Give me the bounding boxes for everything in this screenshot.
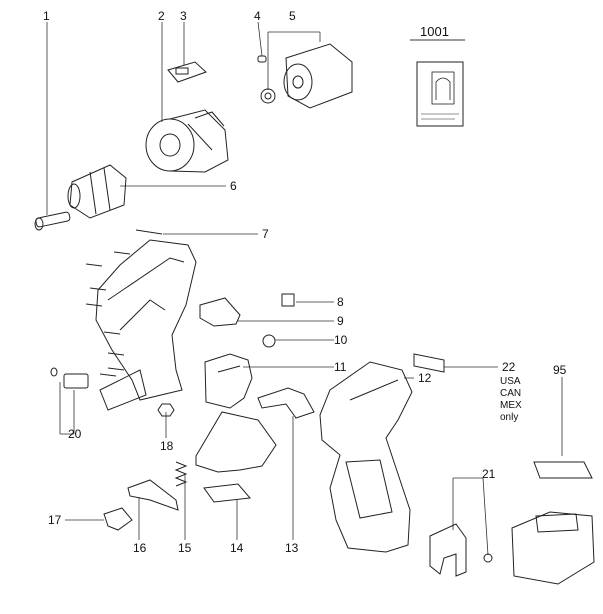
leader-lines	[46, 21, 563, 556]
note-line: MEX	[500, 400, 522, 411]
screws-part-7	[85, 229, 163, 377]
screw-part-4	[257, 55, 267, 63]
bolt-part-1	[34, 211, 71, 231]
spring-part-15	[174, 461, 188, 487]
part-label-4: 4	[254, 9, 261, 23]
part-label-16: 16	[133, 541, 147, 555]
housing-shell-left	[95, 239, 197, 411]
part-label-12: 12	[418, 371, 432, 385]
insert-part-14	[195, 411, 277, 503]
cover-part-9	[199, 297, 241, 327]
motor-part-5	[260, 43, 353, 109]
cap-part-10	[262, 334, 276, 348]
nut-part-18	[157, 403, 175, 417]
part-label-3: 3	[180, 9, 187, 23]
part-label-6: 6	[230, 179, 237, 193]
part-label-8: 8	[337, 295, 344, 309]
battery-part-95	[511, 461, 595, 585]
part-label-2: 2	[158, 9, 165, 23]
belt-hook-part-21	[429, 523, 493, 577]
part-label-20: 20	[68, 427, 82, 441]
sticker-1001	[410, 39, 465, 127]
label-part-8	[281, 293, 295, 307]
part-label-22: 22	[502, 360, 516, 374]
chuck-part-6	[67, 164, 127, 219]
part-label-10: 10	[334, 333, 348, 347]
part-label-95: 95	[553, 363, 567, 377]
part-label-18: 18	[160, 439, 174, 453]
part-label-1001: 1001	[420, 24, 449, 39]
part-label-21: 21	[482, 467, 496, 481]
part-22-region-note: USA CAN MEX only	[500, 376, 522, 424]
gear-housing-part-2	[145, 109, 229, 173]
part-label-15: 15	[178, 541, 192, 555]
part-label-17: 17	[48, 513, 62, 527]
note-line: USA	[500, 376, 521, 387]
housing-shell-right	[319, 361, 413, 553]
part-label-1: 1	[43, 9, 50, 23]
part-label-14: 14	[230, 541, 244, 555]
part-label-13: 13	[285, 541, 299, 555]
note-line: only	[500, 412, 519, 423]
part-label-9: 9	[337, 314, 344, 328]
note-line: CAN	[500, 388, 522, 399]
clip-part-13	[257, 387, 315, 419]
plate-part-22	[413, 353, 445, 373]
led-part-20	[50, 367, 89, 389]
switch-part-11	[204, 353, 253, 409]
part-label-7: 7	[262, 227, 269, 241]
button-part-17	[103, 507, 133, 531]
switch-ring-part-3	[167, 61, 207, 83]
part-label-11: 11	[334, 360, 347, 374]
carrier-part-16	[127, 479, 179, 511]
part-label-5: 5	[289, 9, 296, 23]
